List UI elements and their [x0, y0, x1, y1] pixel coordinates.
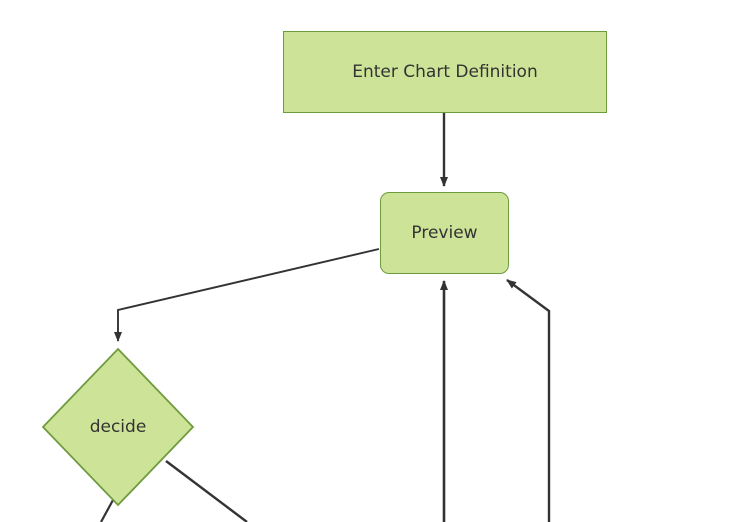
node-enter-chart-definition-label: Enter Chart Definition: [352, 61, 538, 82]
edge-decide-branch-right: [165, 460, 248, 522]
node-preview[interactable]: Preview: [380, 192, 509, 274]
edge-preview-to-decide: [114, 248, 380, 342]
node-preview-label: Preview: [411, 222, 478, 243]
edge-return-to-preview-right: [506, 279, 551, 522]
node-decide[interactable]: decide: [41, 347, 195, 507]
node-enter-chart-definition[interactable]: Enter Chart Definition: [283, 31, 607, 113]
decide-diamond-shape: [41, 347, 195, 507]
edge-decide-branch-left: [100, 499, 114, 522]
